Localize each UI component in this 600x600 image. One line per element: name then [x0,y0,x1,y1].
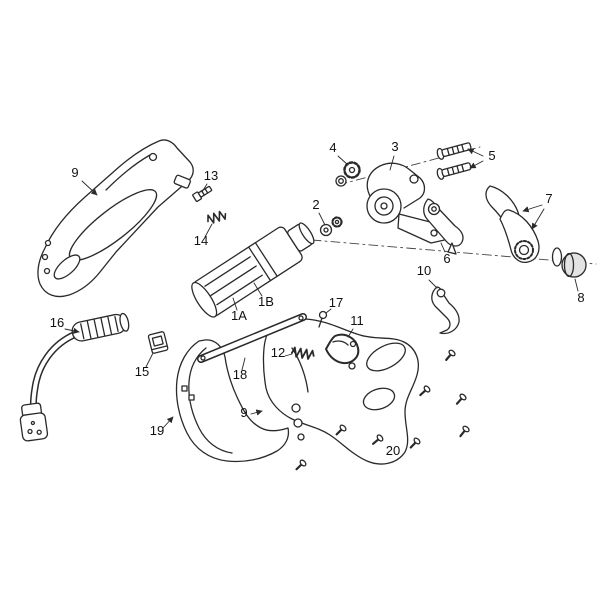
svg-text:3: 3 [391,139,398,154]
part-screw-set-20 [295,349,470,471]
callout-17: 17 [325,295,343,314]
part-screw-5b [436,162,472,180]
part-motor-1a-1b [191,222,315,318]
svg-text:12: 12 [271,345,285,360]
part-housing-shell-upper [37,139,194,298]
svg-text:4: 4 [329,140,336,155]
callout-1a: 1A [231,297,247,323]
callout-3: 3 [389,139,399,171]
svg-text:16: 16 [50,315,64,330]
callout-14: 14 [194,223,213,248]
callout-12: 12 [271,345,293,360]
part-link-bracket-10 [431,286,460,335]
screw [295,459,307,471]
svg-text:15: 15 [135,364,149,379]
callout-16: 16 [50,315,80,334]
callout-7: 7 [522,191,553,230]
callout-1b: 1B [253,282,274,309]
part-blade-pair-7 [485,185,540,264]
part-latch-15 [147,331,169,354]
callout-4: 4 [329,140,349,166]
svg-text:14: 14 [194,233,208,248]
svg-text:17: 17 [329,295,343,310]
svg-text:2: 2 [312,197,319,212]
part-screw-5a [436,142,472,160]
part-small-screw-17 [318,310,328,328]
callout-19: 19 [150,416,174,438]
callout-18: 18 [233,357,247,382]
svg-text:20: 20 [386,443,400,458]
svg-text:1B: 1B [258,294,274,309]
svg-text:18: 18 [233,367,247,382]
callout-20: 20 [386,443,400,458]
part-gear-housing-3 [366,162,450,244]
callout-8: 8 [574,278,585,305]
part-link-rod-18 [197,313,307,363]
screw [445,349,456,361]
part-cam-bracket-6 [423,198,464,255]
screw [419,385,431,397]
callout-13: 13 [201,168,218,193]
part-cover-plate-19 [175,339,290,463]
screw [409,437,421,449]
svg-text:6: 6 [443,251,450,266]
callouts: 9 13 14 2 4 3 5 7 [50,139,585,458]
part-pinion-4 [335,161,361,187]
svg-text:8: 8 [577,290,584,305]
screw [455,393,467,405]
callout-9-lower: 9 [240,405,263,420]
svg-text:19: 19 [150,423,164,438]
svg-text:10: 10 [417,263,431,278]
screw [459,425,470,438]
screw [372,434,384,445]
callout-6: 6 [440,242,451,266]
callout-2: 2 [312,197,326,226]
part-end-cap-8 [551,247,587,278]
callout-11: 11 [347,313,364,338]
part-trigger-11 [325,333,360,365]
svg-text:9: 9 [240,405,247,420]
svg-text:1A: 1A [231,308,247,323]
svg-text:13: 13 [204,168,218,183]
part-spring-14 [207,210,227,224]
part-cable-assembly-16 [19,312,130,442]
callout-5: 5 [467,148,496,169]
svg-text:5: 5 [488,148,495,163]
part-bolt-13 [192,185,213,202]
svg-text:9: 9 [71,165,78,180]
part-trigger-spring-12 [290,346,315,360]
part-coupler-2 [319,216,343,237]
screw [335,424,347,436]
svg-text:11: 11 [350,313,364,328]
callout-15: 15 [135,352,154,379]
svg-text:7: 7 [545,191,552,206]
callout-9-upper: 9 [71,165,98,196]
callout-10: 10 [417,263,438,289]
